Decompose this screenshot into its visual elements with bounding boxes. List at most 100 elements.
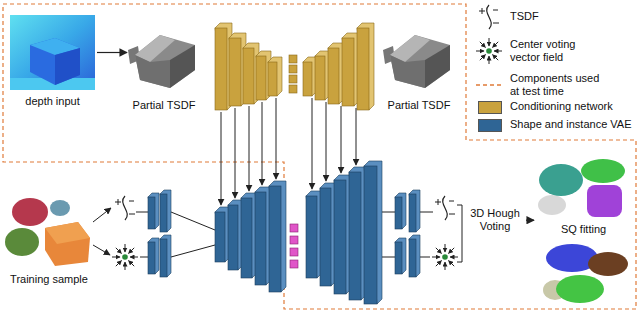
latent-code (290, 260, 298, 268)
vae-layer (364, 166, 377, 304)
skip-arrow (326, 102, 327, 181)
conditioning-layer (303, 62, 312, 96)
vae-layer (160, 190, 171, 232)
conditioning-layer (215, 23, 282, 110)
training-sample-image (50, 200, 70, 216)
skip-arrow (312, 98, 313, 189)
wire (420, 212, 433, 213)
latent-code (290, 224, 298, 232)
tsdf-icon (115, 196, 135, 220)
tsdf-panel: Partial TSDF (128, 22, 200, 94)
vae-layer (409, 235, 420, 277)
depth-image (30, 38, 80, 85)
input-arrow (93, 208, 111, 222)
sq-fitting-image (556, 275, 604, 303)
legend-text: TSDF (510, 10, 630, 23)
vae-layer (269, 181, 286, 292)
training-sample-image (5, 198, 90, 266)
legend-item: Conditioning network (510, 100, 638, 113)
conditioning-code (289, 75, 297, 83)
sq-fitting-image (587, 185, 622, 217)
vae-layer (160, 235, 171, 277)
legend-item: Components used at test time (510, 72, 610, 98)
conditioning-layer (268, 57, 282, 96)
skip-arrow (235, 108, 236, 198)
vae-layer (148, 238, 159, 274)
conditioning-layer (215, 28, 227, 110)
vae-layer (269, 186, 281, 292)
voting-icon (432, 244, 458, 270)
legend-voting-sample (476, 38, 502, 64)
legend-swatch (478, 101, 502, 114)
legend-voting-sample (476, 38, 502, 64)
connector-arrow (526, 220, 534, 221)
partial-tsdf-shape (383, 35, 450, 88)
latent-code (290, 236, 298, 244)
vae-layer (409, 194, 416, 232)
sq-fitting-image (588, 252, 628, 276)
conditioning-layer (328, 48, 339, 104)
vae-layer (320, 183, 336, 286)
depth-image (10, 15, 95, 90)
legend-swatch (478, 119, 502, 132)
vae-layer (148, 161, 420, 304)
test-time-region (3, 4, 636, 309)
legend-tsdf-sample (479, 5, 499, 29)
node-label: Partial TSDF (388, 99, 451, 112)
vae-layer (349, 167, 366, 300)
partial-tsdf-shape (128, 35, 195, 88)
wire (136, 212, 148, 213)
vae-layer (334, 180, 346, 294)
vae-layer (334, 175, 351, 294)
training-sample-image (5, 228, 39, 256)
node-label: SQ fitting (558, 223, 609, 236)
sq-fitting-panel: SQ fitting (535, 152, 632, 307)
vae-layer (215, 212, 225, 262)
node-label: Training sample (10, 273, 88, 286)
legend-text: Center voting vector field (510, 38, 592, 64)
sq-fitting-image (581, 159, 625, 183)
vae-layer (395, 238, 406, 274)
tsdf-icon (435, 196, 455, 220)
vae-layer (255, 192, 266, 285)
input-arrow (93, 245, 110, 255)
vae-layer (395, 242, 402, 274)
vae-layer (160, 194, 167, 232)
tsdf-panel: Partial TSDF (383, 22, 455, 94)
vae-layer (349, 172, 361, 300)
process-label: 3D Hough Voting (466, 207, 524, 233)
conditioning-code (289, 65, 297, 73)
legend-item: Center voting vector field (510, 38, 592, 64)
conditioning-layer (315, 56, 325, 100)
conditioning-layer (268, 62, 277, 96)
latent-code (290, 248, 298, 256)
input-arrow (93, 208, 111, 255)
vae-layer (148, 193, 159, 229)
vae-layer (306, 196, 317, 278)
wire (382, 212, 395, 213)
legend-dashed-sample (476, 84, 502, 85)
legend-text: Conditioning network (510, 100, 638, 113)
wire (420, 257, 430, 258)
legend-text: Shape and instance VAE (510, 118, 638, 131)
sq-fitting-image (543, 244, 628, 303)
wire (140, 257, 148, 258)
vae-layer (395, 197, 402, 229)
vae-layer (255, 187, 271, 285)
voting-icon (432, 244, 458, 270)
vae-layer (320, 188, 331, 286)
vae-layer (241, 193, 257, 278)
legend-tsdf-sample (479, 5, 499, 29)
conditioning-layer (357, 28, 369, 110)
conditioning-code (289, 55, 297, 93)
skip-arrow (276, 98, 277, 179)
conditioning-layer (243, 48, 254, 104)
vae-layer (409, 239, 416, 277)
node-label: depth input (25, 95, 79, 108)
vae-layer (364, 161, 382, 304)
node-label: Partial TSDF (133, 99, 196, 112)
conditioning-layer (357, 23, 374, 110)
voting-icon (112, 244, 138, 270)
partial-tsdf-shape (128, 35, 195, 88)
